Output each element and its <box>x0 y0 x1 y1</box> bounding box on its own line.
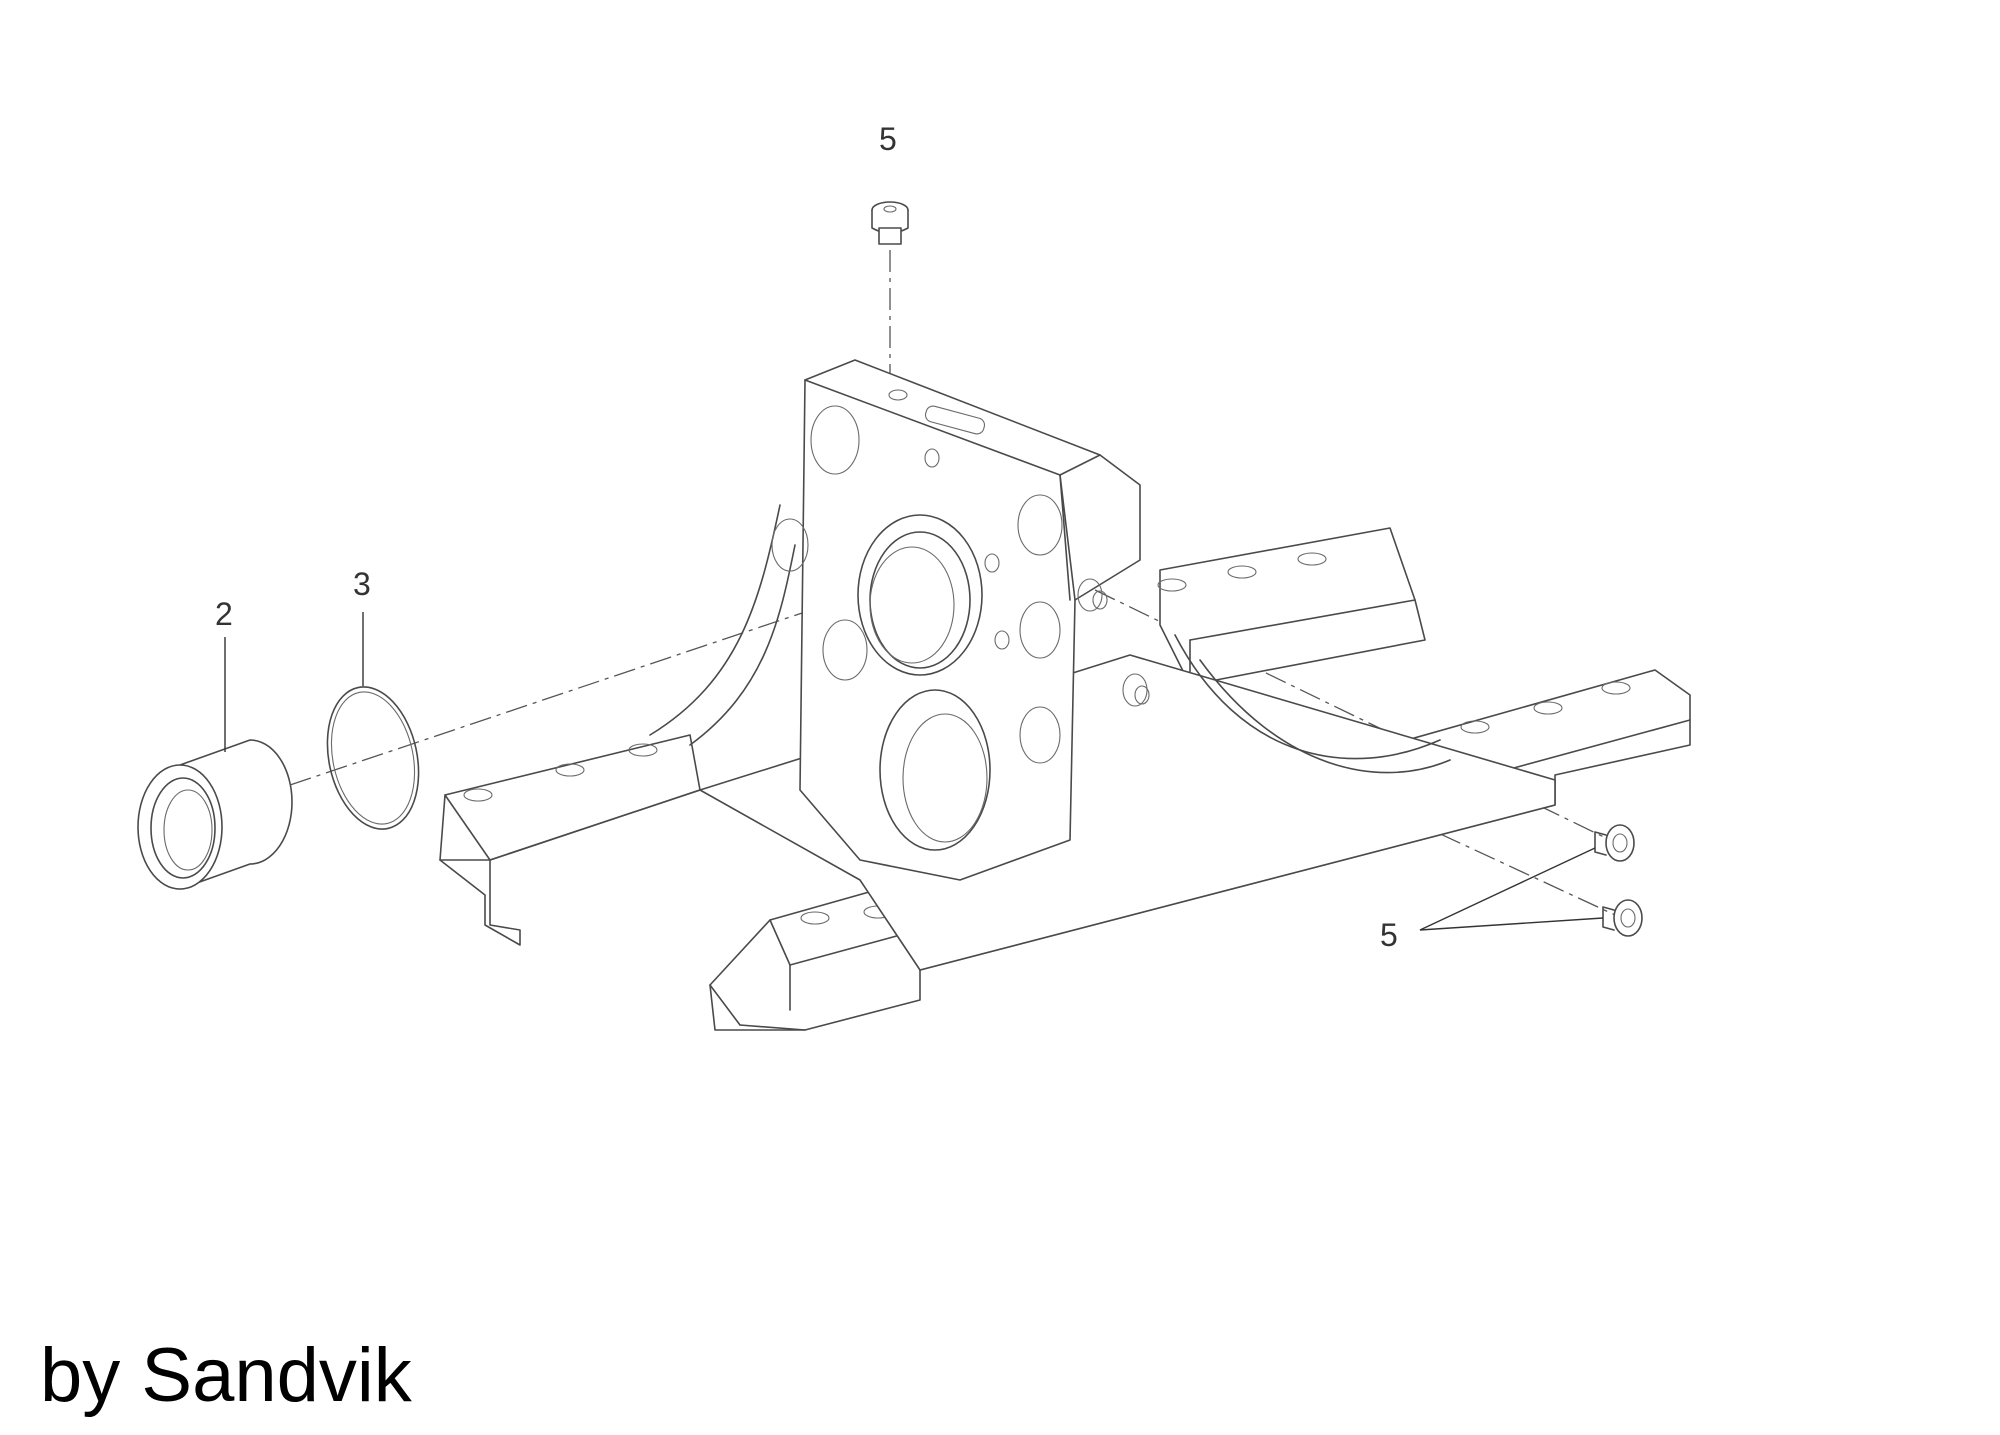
o-ring-icon <box>326 686 420 830</box>
left-rail <box>439 734 701 946</box>
callout-5-right: 5 <box>1380 917 1398 953</box>
housing-body <box>649 359 1556 971</box>
plug-screw-icon <box>871 201 909 245</box>
bushing-icon <box>137 739 293 890</box>
callout-5-top: 5 <box>879 121 897 157</box>
credit-text: by Sandvik <box>40 1333 412 1418</box>
right-rail <box>1157 527 1426 686</box>
plug-screw-icon <box>1602 899 1643 937</box>
leader-lines <box>224 612 1604 931</box>
callout-2: 2 <box>215 596 233 632</box>
callout-3: 3 <box>353 566 371 602</box>
plug-screw-icon <box>1594 824 1635 862</box>
